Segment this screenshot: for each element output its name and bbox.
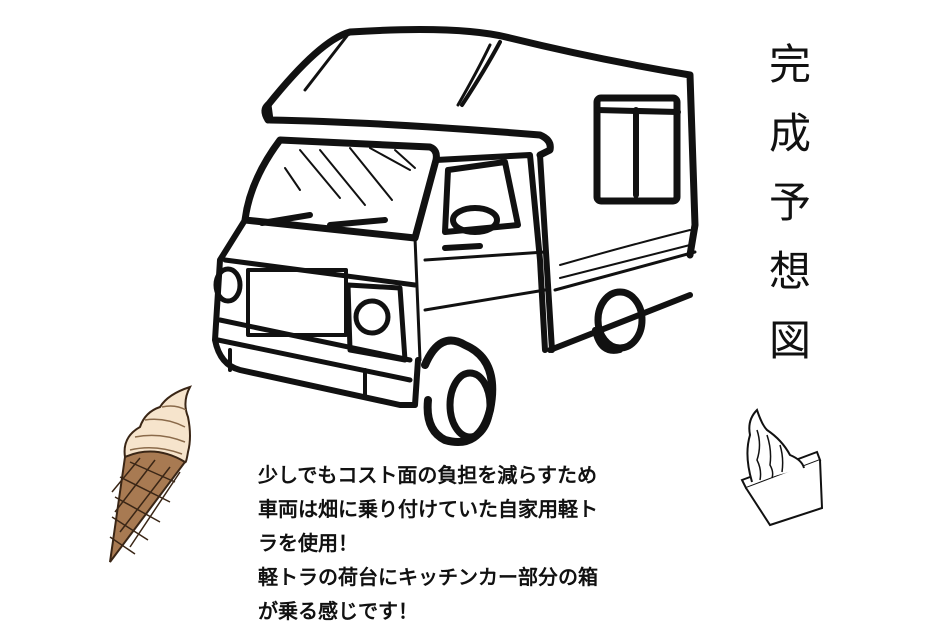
caption-line: 車両は畑に乗り付けていた自家用軽ト xyxy=(258,497,598,521)
caption-line: が乗る感じです！ xyxy=(258,599,418,623)
vertical-title: 完 成 予 想 図 xyxy=(755,30,825,375)
title-char: 完 xyxy=(768,40,811,89)
truck-illustration xyxy=(212,26,699,446)
soft-serve-cone-icon xyxy=(109,385,193,563)
title-char: 予 xyxy=(768,178,811,227)
title-char: 想 xyxy=(768,247,811,296)
title-char: 図 xyxy=(768,316,811,365)
soft-serve-cup-icon xyxy=(740,408,824,527)
title-char: 成 xyxy=(768,109,811,158)
caption-line: ラを使用！ xyxy=(258,531,358,555)
caption-line: 少しでもコスト面の負担を減らすため xyxy=(258,463,597,487)
caption-line: 軽トラの荷台にキッチンカー部分の箱 xyxy=(258,565,598,589)
caption-text: 少しでもコスト面の負担を減らすため 車両は畑に乗り付けていた自家用軽ト ラを使用… xyxy=(258,458,698,628)
